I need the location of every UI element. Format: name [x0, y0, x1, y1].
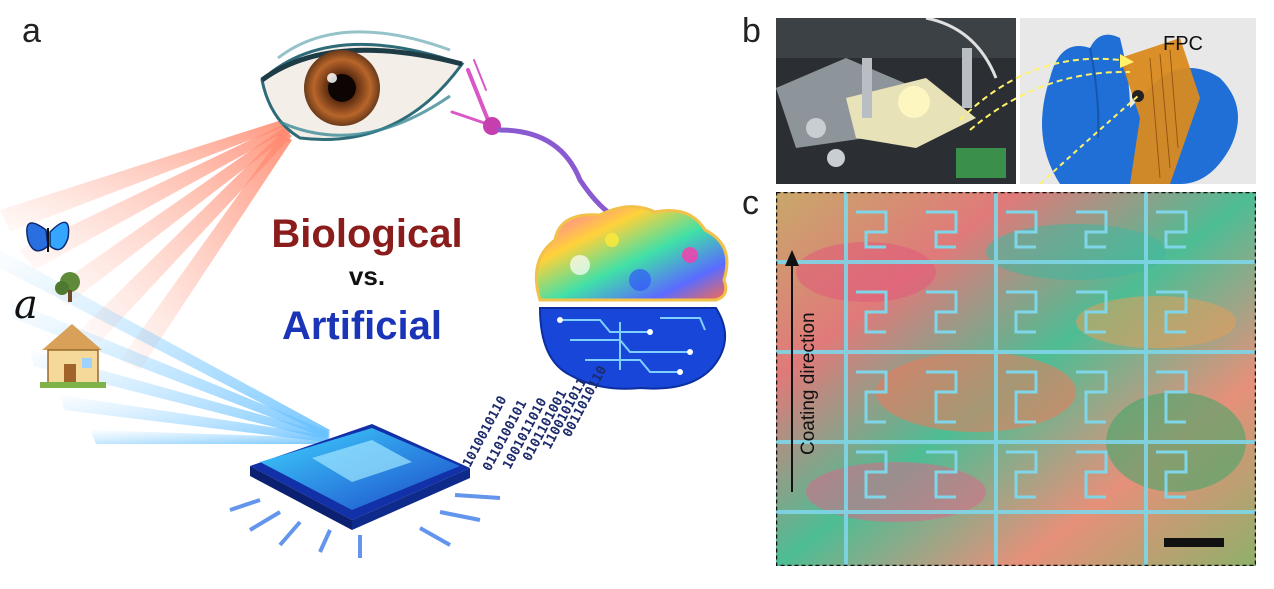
- title-versus: vs.: [348, 261, 386, 291]
- binary-stream: 1010010110 0110100101 1001011010 0101101…: [460, 364, 610, 474]
- title-artificial: Artificial: [281, 304, 443, 348]
- panel-c-micrograph: [776, 192, 1256, 566]
- tree-icon: [55, 272, 80, 302]
- house-icon: [40, 324, 106, 388]
- electrode-grid: [776, 192, 1256, 566]
- panel-b-connector-arrows: [960, 54, 1134, 131]
- blue-light-beams: [0, 250, 330, 444]
- brain-illustration: [534, 205, 729, 390]
- panel-label-a: a: [22, 12, 41, 50]
- coating-direction-arrow: [785, 250, 799, 492]
- panel-label-c: c: [742, 184, 759, 222]
- svg-text:a: a: [14, 282, 38, 328]
- coating-direction-label: Coating direction: [798, 312, 819, 455]
- chip-illustration: [229, 424, 501, 558]
- butterfly-icon: [26, 221, 70, 252]
- fpc-strip: [1120, 38, 1200, 184]
- scale-bar: [1164, 538, 1224, 547]
- panel-b-photo-right: [1020, 18, 1256, 184]
- fpc-label: FPC: [1163, 33, 1203, 55]
- panel-a-illustration: 1010010110 0110100101 1001011010 0101101…: [0, 30, 729, 558]
- panel-b-photo-left: [776, 18, 1016, 184]
- title-biological: Biological: [271, 212, 463, 256]
- red-light-beams: [0, 118, 292, 370]
- letter-glyph-icon: a: [14, 282, 38, 328]
- eye-illustration: [260, 30, 465, 141]
- panel-label-b: b: [742, 12, 761, 50]
